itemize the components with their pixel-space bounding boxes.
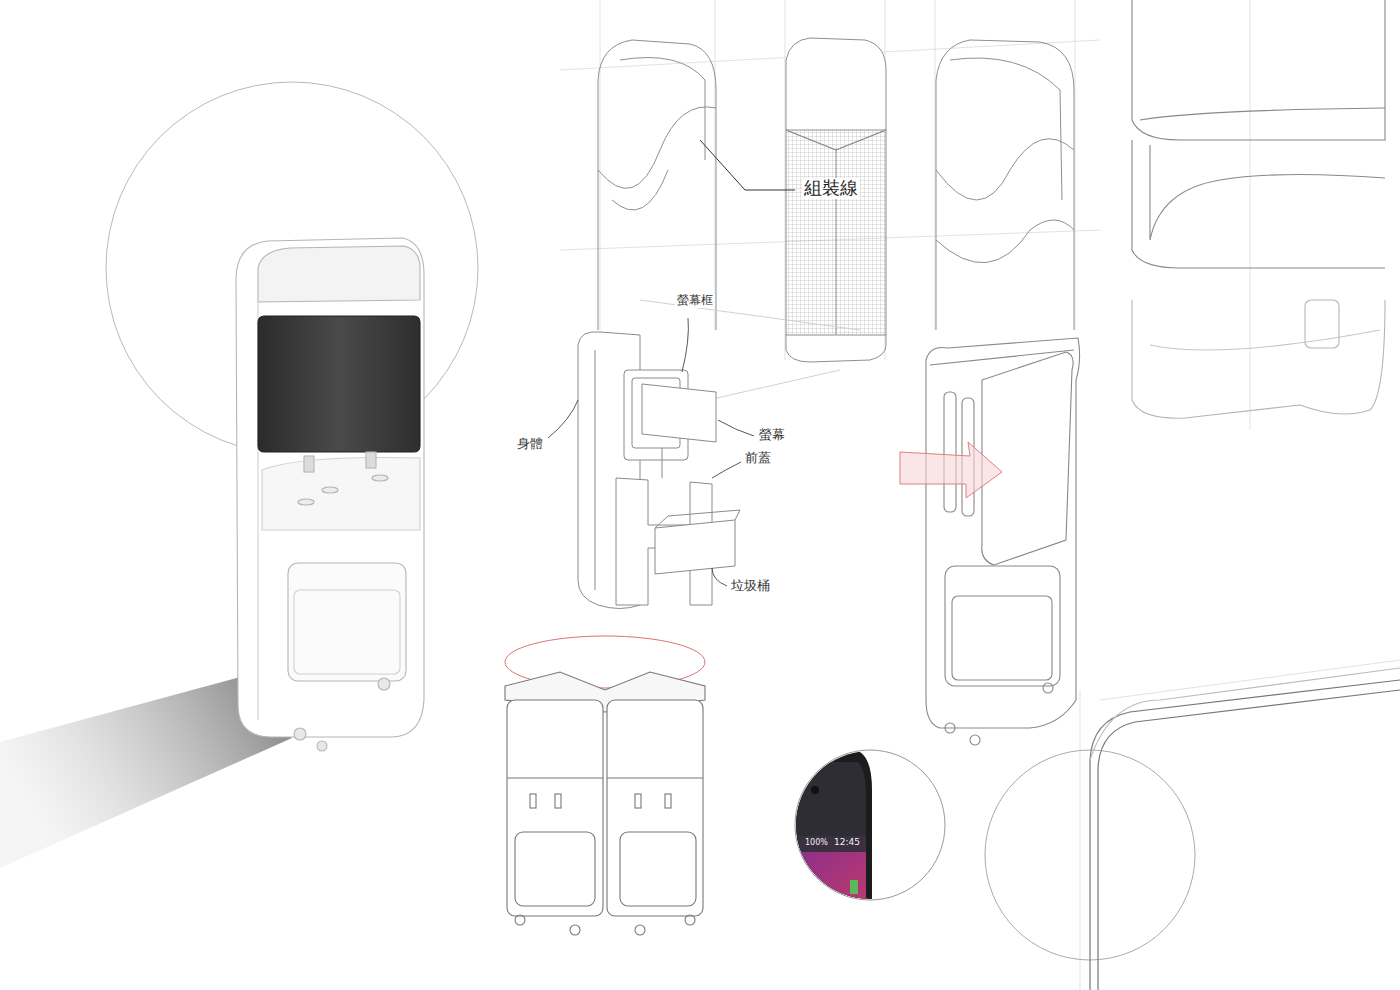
callout-label: 螢幕框 xyxy=(675,294,715,308)
callout-label: 前蓋 xyxy=(743,451,773,466)
callout-label: 組裝線 xyxy=(802,178,860,199)
callout-label: 垃圾桶 xyxy=(729,579,772,594)
callout-label: 100% xyxy=(803,838,830,847)
callout-label: 身體 xyxy=(515,437,545,452)
callout-label: 12:45 xyxy=(832,837,862,847)
callout-label: 螢幕 xyxy=(757,428,787,443)
